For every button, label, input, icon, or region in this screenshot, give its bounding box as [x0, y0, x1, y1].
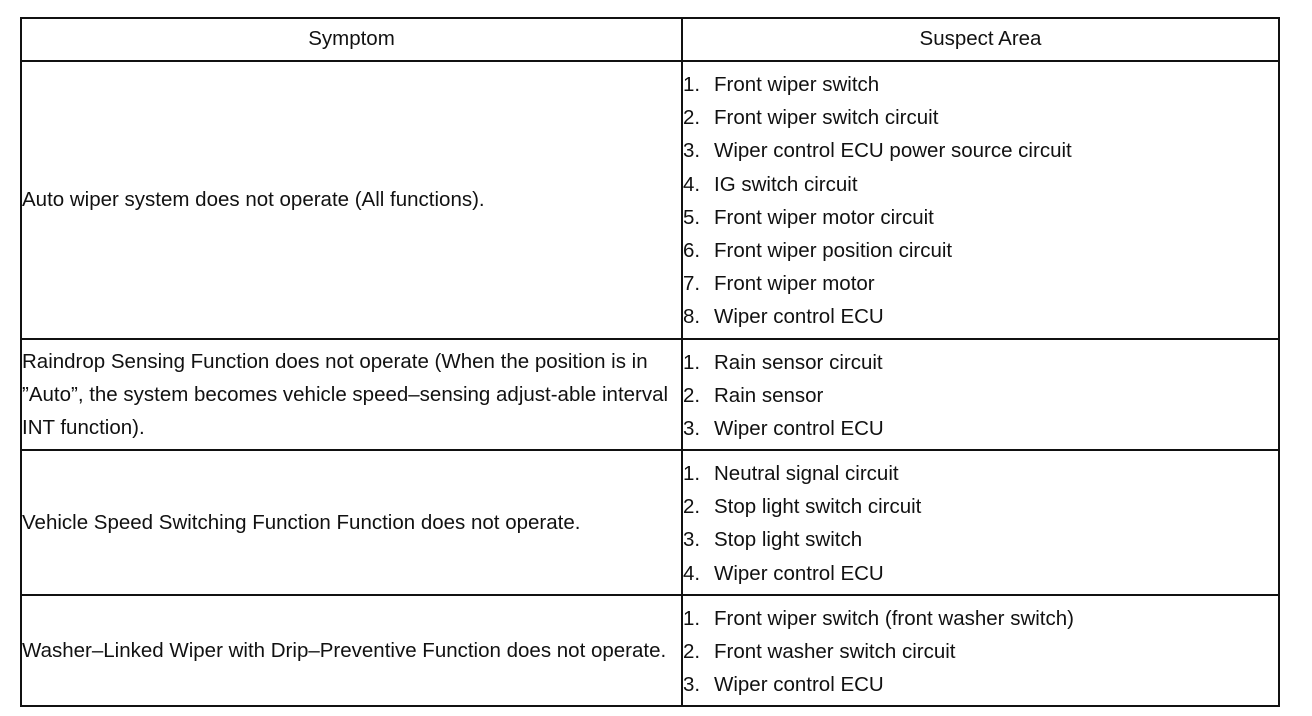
item-number: 2. — [683, 640, 701, 663]
symptom-cell: Raindrop Sensing Function does not opera… — [20, 337, 683, 452]
item-number: 1. — [683, 462, 701, 486]
item-text: Front wiper switch (front washer switch) — [714, 606, 1074, 630]
list-item: 2. Rain sensor — [683, 379, 1278, 412]
list-item: 8. Wiper control ECU — [683, 300, 1278, 333]
suspect-area-cell: 1. Front wiper switch 2. Front wiper switc… — [681, 60, 1280, 340]
item-text: Wiper control ECU — [714, 561, 884, 585]
item-number: 3. — [683, 528, 701, 552]
symptom-header: Symptom — [20, 17, 683, 62]
table-row: Auto wiper system does not operate (All … — [20, 60, 1280, 340]
list-item: 3. Stop light switch — [683, 523, 1278, 556]
item-number: 8. — [683, 305, 701, 329]
item-text: Wiper control ECU power source circuit — [714, 139, 1072, 163]
item-number: 3. — [683, 139, 701, 163]
item-text: Front wiper motor — [714, 272, 875, 296]
item-text: Stop light switch circuit — [714, 495, 922, 519]
item-number: 7. — [683, 272, 701, 296]
list-item: 1. Front wiper switch (front washer switc… — [683, 602, 1278, 635]
item-number: 3. — [683, 673, 701, 697]
item-number: 1. — [683, 350, 701, 374]
suspect-area-cell: 1. Front wiper switch (front washer switc… — [681, 593, 1280, 708]
suspect-area-header: Suspect Area — [681, 17, 1280, 62]
item-text: Front wiper position circuit — [714, 238, 953, 262]
item-number: 1. — [683, 73, 701, 96]
symptom-cell: Washer–Linked Wiper with Drip–Preventive… — [20, 593, 683, 708]
symptom-cell: Auto wiper system does not operate (All … — [20, 60, 683, 340]
troubleshooting-table: Symptom Suspect Area Auto wiper system d… — [20, 17, 1280, 708]
item-number: 3. — [683, 416, 701, 440]
item-text: Front wiper switch — [714, 73, 880, 96]
item-number: 2. — [683, 383, 701, 407]
list-item: 7. Front wiper motor — [683, 267, 1278, 300]
suspect-area-cell: 1. Neutral signal circuit 2. Stop light sw… — [681, 449, 1280, 596]
table-row: Vehicle Speed Switching Function Functio… — [20, 449, 1280, 596]
item-text: Front wiper switch circuit — [714, 106, 939, 130]
list-item: 4. IG switch circuit — [683, 168, 1278, 201]
table-row: Washer–Linked Wiper with Drip–Preventive… — [20, 593, 1280, 708]
item-number: 4. — [683, 561, 701, 585]
list-item: 3. Wiper control ECU — [683, 412, 1278, 445]
item-number: 4. — [683, 172, 701, 196]
list-item: 6. Front wiper position circuit — [683, 234, 1278, 267]
list-item: 2. Front wiper switch circuit — [683, 101, 1278, 134]
symptom-cell: Vehicle Speed Switching Function Functio… — [20, 449, 683, 596]
list-item: 4. Wiper control ECU — [683, 557, 1278, 590]
list-item: 1. Front wiper switch — [683, 68, 1278, 101]
item-text: Wiper control ECU — [714, 416, 884, 440]
list-item: 1. Neutral signal circuit — [683, 457, 1278, 490]
item-text: Front washer switch circuit — [714, 640, 956, 663]
item-text: Rain sensor circuit — [714, 350, 883, 374]
table-row: Raindrop Sensing Function does not opera… — [20, 337, 1280, 452]
item-text: IG switch circuit — [714, 172, 858, 196]
suspect-area-list: 1. Front wiper switch 2. Front wiper switc… — [683, 62, 1278, 338]
item-number: 1. — [683, 606, 701, 630]
suspect-area-list: 1. Neutral signal circuit 2. Stop light sw… — [683, 451, 1278, 594]
list-item: 2. Stop light switch circuit — [683, 490, 1278, 523]
item-text: Wiper control ECU — [714, 305, 884, 329]
item-number: 2. — [683, 106, 701, 130]
item-text: Stop light switch — [714, 528, 863, 552]
item-text: Front wiper motor circuit — [714, 205, 934, 229]
list-item: 5. Front wiper motor circuit — [683, 201, 1278, 234]
list-item: 2. Front washer switch circuit — [683, 635, 1278, 668]
header-row: Symptom Suspect Area — [20, 17, 1280, 62]
item-number: 6. — [683, 238, 701, 262]
item-text: Neutral signal circuit — [714, 462, 899, 486]
suspect-area-list: 1. Rain sensor circuit 2. Rain sensor 3. Wi… — [683, 340, 1278, 450]
item-number: 5. — [683, 205, 701, 229]
list-item: 1. Rain sensor circuit — [683, 346, 1278, 379]
suspect-area-list: 1. Front wiper switch (front washer switc… — [683, 596, 1278, 706]
list-item: 3. Wiper control ECU power source circuit — [683, 134, 1278, 167]
item-number: 2. — [683, 495, 701, 519]
item-text: Rain sensor — [714, 383, 824, 407]
list-item: 3. Wiper control ECU — [683, 668, 1278, 701]
item-text: Wiper control ECU — [714, 673, 884, 697]
suspect-area-cell: 1. Rain sensor circuit 2. Rain sensor 3. Wi… — [681, 337, 1280, 452]
